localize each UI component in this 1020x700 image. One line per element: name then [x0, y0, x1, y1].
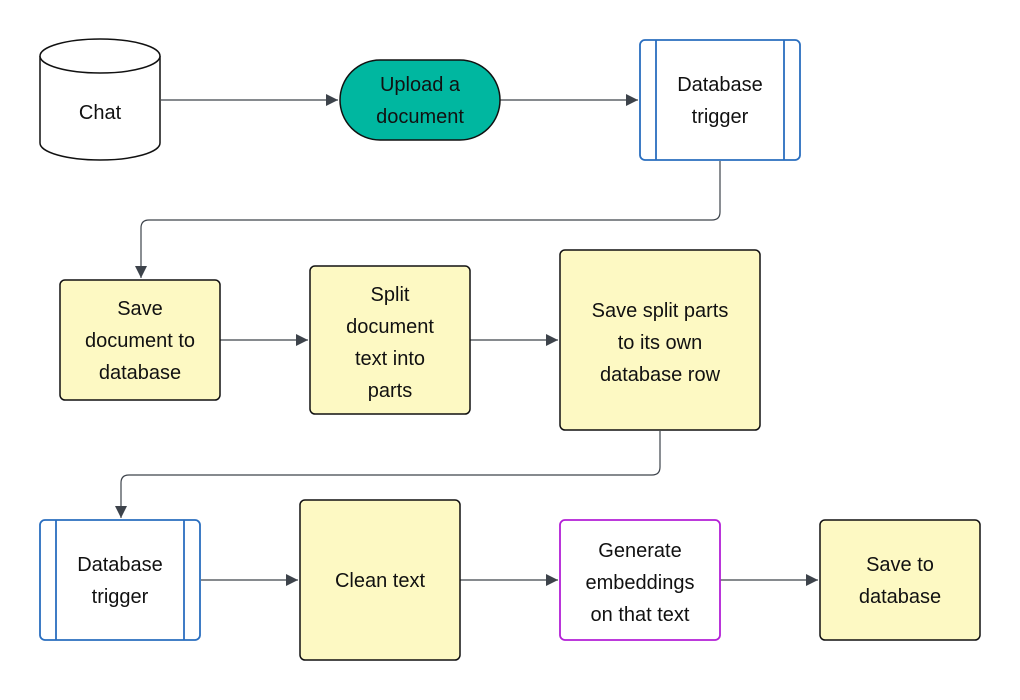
node-label-line: database — [859, 586, 941, 608]
node-label: Database trigger — [77, 554, 163, 608]
node-label-line: document to — [85, 330, 195, 352]
node-label-line: trigger — [92, 586, 149, 608]
node-label-line: Clean text — [335, 570, 425, 592]
edge-trigger-to-save-document — [135, 161, 721, 278]
save-split-parts-node: Save split parts to its own database row — [559, 249, 761, 431]
node-label-line: database row — [600, 364, 721, 386]
save-to-database-node: Save to database — [819, 519, 981, 641]
generate-embeddings-node: Generate embeddings on that text — [559, 519, 721, 641]
upload-document-node: Upload a document — [339, 59, 501, 141]
chat-node: Chat — [39, 38, 161, 161]
node-label: Database trigger — [677, 74, 763, 128]
node-label-line: Save to — [866, 554, 934, 576]
edge-save-parts-to-trigger — [115, 431, 661, 518]
database-trigger-node-1: Database trigger — [639, 39, 801, 161]
node-label-line: embeddings — [586, 572, 695, 594]
database-cylinder-icon — [39, 56, 161, 161]
node-label: Save split parts to its own database row — [592, 300, 729, 386]
node-label-line: document — [346, 316, 434, 338]
node-label: Upload a document — [376, 74, 464, 128]
node-label-line: Database — [677, 74, 763, 96]
node-label: Chat — [79, 102, 122, 124]
save-document-node: Save document to database — [59, 279, 221, 401]
node-label-line: Save split parts — [592, 300, 729, 322]
node-label: Clean text — [335, 570, 425, 592]
node-label: Split document text into parts — [346, 284, 434, 402]
node-label: Save to database — [859, 554, 941, 608]
node-label-line: document — [376, 106, 464, 128]
node-label-line: to its own — [618, 332, 702, 354]
node-label-line: Chat — [79, 102, 122, 124]
node-label-line: Save — [117, 298, 163, 320]
node-label-line: Split — [371, 284, 410, 306]
clean-text-node: Clean text — [299, 499, 461, 661]
database-trigger-node-2: Database trigger — [39, 519, 201, 641]
split-document-node: Split document text into parts — [309, 265, 471, 415]
node-label-line: Upload a — [380, 74, 461, 96]
node-label-line: Database — [77, 554, 163, 576]
edges — [115, 94, 818, 586]
node-label-line: on that text — [591, 604, 690, 626]
node-label-line: text into — [355, 348, 425, 370]
node-label-line: parts — [368, 380, 412, 402]
node-label-line: Generate — [598, 540, 681, 562]
node-label: Save document to database — [85, 298, 195, 384]
node-label: Generate embeddings on that text — [586, 540, 695, 626]
node-label-line: database — [99, 362, 181, 384]
node-label-line: trigger — [692, 106, 749, 128]
